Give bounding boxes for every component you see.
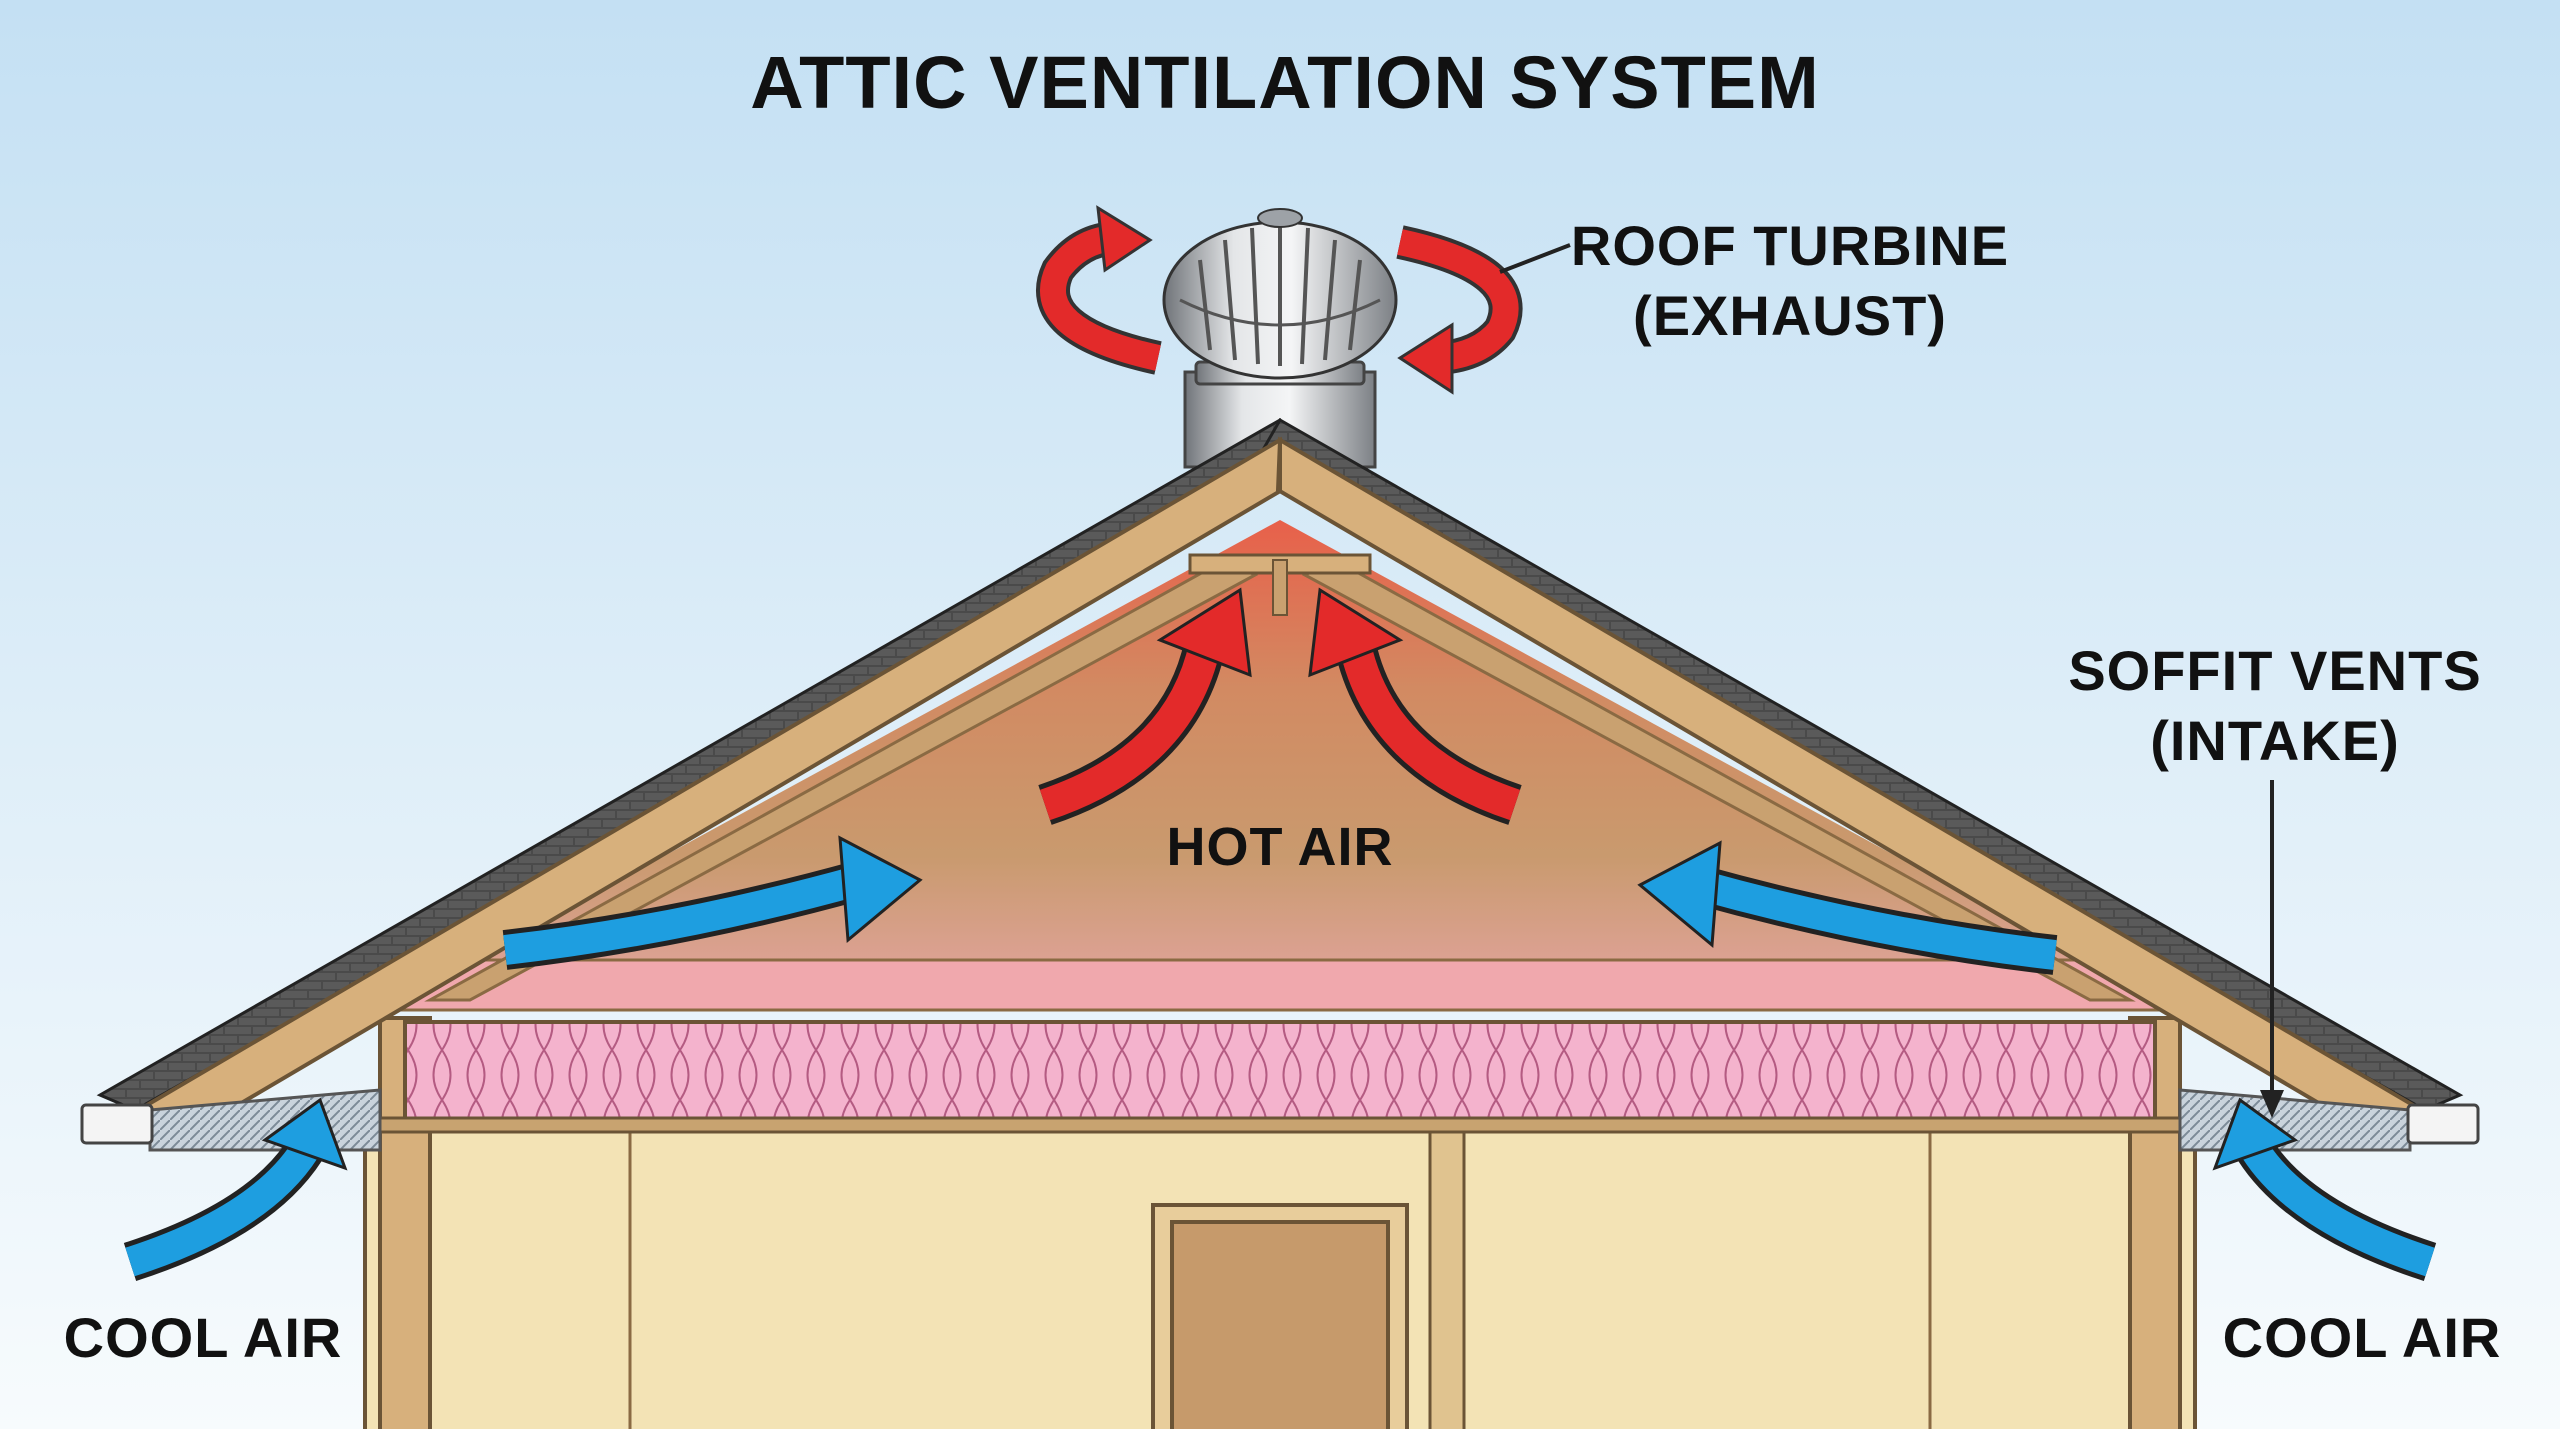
ceiling-joist (390, 960, 2170, 1010)
turbine-label-line2: (EXHAUST) (1633, 284, 1947, 347)
cool-air-label-right: COOL AIR (2223, 1306, 2502, 1369)
diagram-title: ATTIC VENTILATION SYSTEM (750, 41, 1820, 124)
soffit-label-line2: (INTAKE) (2150, 709, 2400, 772)
top-plate (375, 1118, 2185, 1132)
insulation (405, 1022, 2155, 1122)
king-post (1273, 560, 1287, 615)
door (1153, 1205, 1407, 1429)
turbine-label-line1: ROOF TURBINE (1571, 214, 2009, 277)
cool-air-label-left: COOL AIR (64, 1306, 343, 1369)
hot-air-label: HOT AIR (1167, 817, 1394, 877)
soffit-label-line1: SOFFIT VENTS (2068, 639, 2481, 702)
